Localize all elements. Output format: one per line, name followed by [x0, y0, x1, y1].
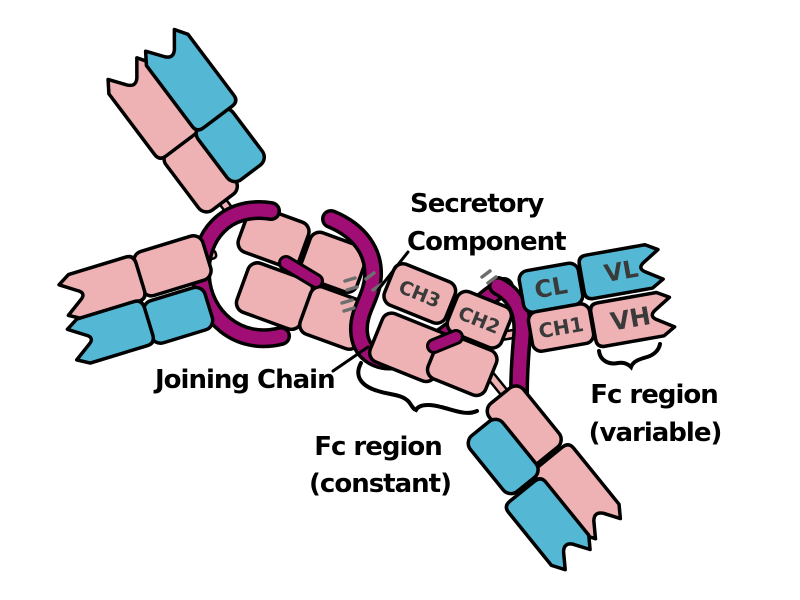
- left-fc-domain-1: [236, 204, 311, 270]
- domain-label-vh: VH: [608, 301, 653, 337]
- fc-constant-brace: [356, 361, 479, 415]
- secretory-component-label-line1: Secretory: [410, 189, 544, 219]
- left-monomer-left-arm: [57, 234, 215, 365]
- fc-domain-ch3: [382, 261, 458, 325]
- left-monomer-upper-arm: [106, 27, 266, 214]
- upper-arm-light-v-domain: [143, 27, 238, 132]
- arm-domain-vh: [588, 290, 677, 349]
- right-monomer-lower-arm: [466, 384, 623, 572]
- fc-constant-label-line2: (constant): [309, 469, 451, 499]
- domain-label-cl: CL: [532, 271, 569, 304]
- lower-arm-light-v-domain: [504, 477, 592, 572]
- annotations: Secretory Component Joining Chain Fc reg…: [153, 189, 722, 499]
- fc-variable-label-line2: (variable): [589, 418, 722, 448]
- fc-variable-brace: [597, 342, 662, 371]
- secretory-component-pointer: [376, 250, 410, 292]
- joining-chain-pointer: [331, 345, 370, 373]
- secretory-component-label-line2: Component: [407, 227, 566, 257]
- joining-chain-label: Joining Chain: [153, 365, 335, 395]
- secretory-component-right-segment: [426, 276, 533, 404]
- right-monomer-right-arm: CL VL CH1 VH: [517, 242, 677, 353]
- fc-variable-label-line1: Fc region: [590, 380, 718, 410]
- lower-arm-light-c-domain: [466, 417, 540, 496]
- domain-label-vl: VL: [602, 255, 640, 288]
- left-arm-light-v-domain: [65, 299, 156, 365]
- fc-constant-label-line1: Fc region: [314, 432, 442, 462]
- disulfide-bond-ticks: [340, 269, 498, 313]
- arm-domain-vl: [577, 242, 665, 301]
